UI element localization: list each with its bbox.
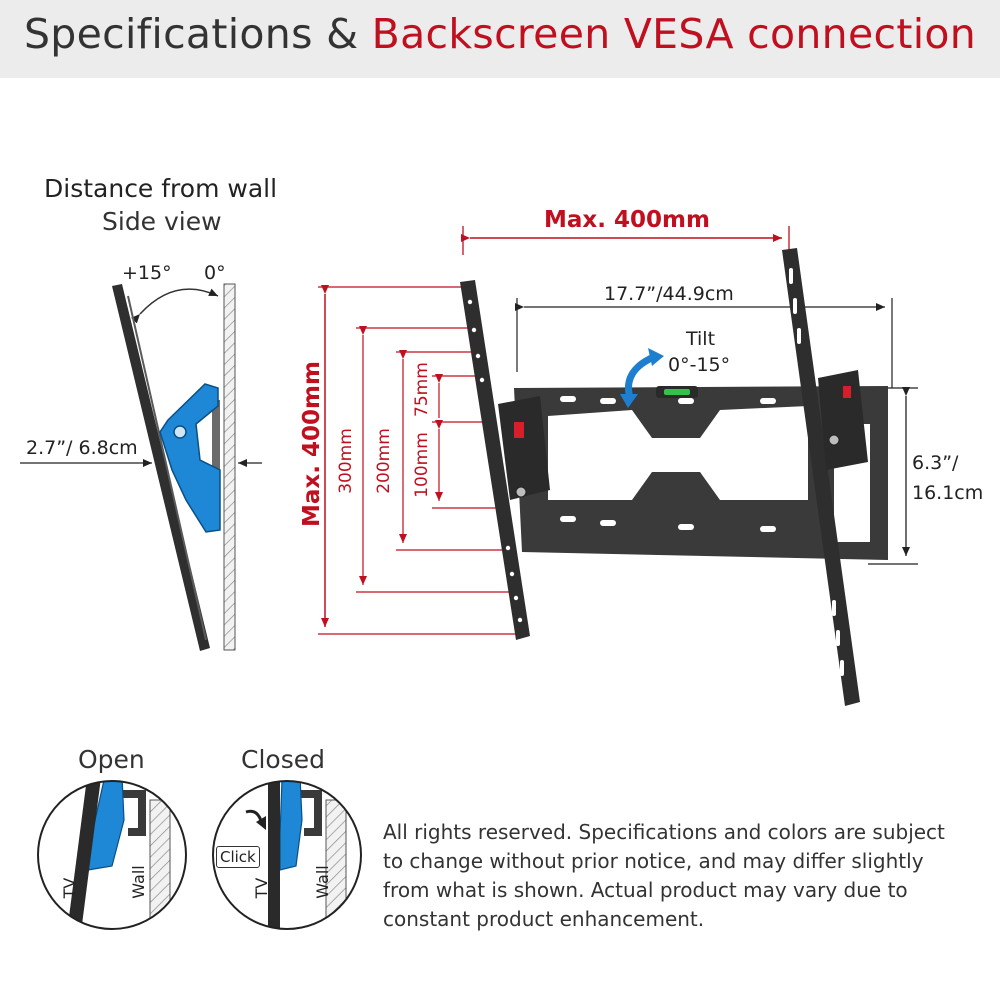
open-tv-label: TV bbox=[60, 877, 79, 899]
vesa-height-300-label: 300mm bbox=[336, 428, 356, 494]
disclaimer-text: All rights reserved. Specifications and … bbox=[383, 818, 983, 934]
height-dimension-label-1: 6.3”/ bbox=[912, 452, 959, 474]
closed-label: Closed bbox=[241, 745, 325, 774]
click-badge: Click bbox=[216, 846, 260, 868]
left-arm bbox=[460, 280, 530, 640]
disclaimer-line-1: All rights reserved. Specifications and … bbox=[383, 820, 945, 844]
tilt-angle-arc bbox=[130, 288, 219, 324]
wall-plate-slots bbox=[560, 396, 776, 532]
max-height-label: Max. 400mm bbox=[299, 361, 325, 527]
vesa-height-200-label: 200mm bbox=[374, 428, 394, 494]
vesa-height-75-label: 75mm bbox=[412, 362, 432, 417]
tilt-angle-label: +15° bbox=[122, 262, 172, 284]
open-lock-detail bbox=[37, 780, 187, 930]
vesa-height-100-label: 100mm bbox=[412, 432, 432, 498]
height-dimension-label-2: 16.1cm bbox=[912, 482, 984, 504]
closed-wall-label: Wall bbox=[313, 865, 332, 899]
open-label: Open bbox=[78, 745, 145, 774]
wall-depth-label: 2.7”/ 6.8cm bbox=[26, 437, 138, 459]
side-wall bbox=[223, 283, 236, 651]
closed-lock-detail bbox=[212, 780, 362, 930]
side-tilt-arm bbox=[159, 383, 221, 533]
side-view-diagram bbox=[20, 283, 262, 651]
side-wall-plate bbox=[212, 400, 220, 528]
width-dimension-label: 17.7”/44.9cm bbox=[604, 283, 734, 305]
disclaimer-line-4: constant product enhancement. bbox=[383, 907, 705, 931]
page-title: Specifications & Backscreen VESA connect… bbox=[0, 10, 1000, 58]
tilt-label: Tilt bbox=[686, 328, 716, 350]
zero-angle-label: 0° bbox=[204, 262, 226, 284]
open-wall-label: Wall bbox=[129, 865, 148, 899]
closed-tv-label: TV bbox=[252, 877, 271, 899]
wall-plate-cutout bbox=[548, 406, 808, 500]
side-view-subtitle: Side view bbox=[102, 207, 222, 236]
right-arm bbox=[782, 248, 860, 706]
header-bar: Specifications & Backscreen VESA connect… bbox=[0, 0, 1000, 78]
side-view-title: Distance from wall bbox=[44, 174, 278, 203]
front-view-diagram bbox=[318, 226, 918, 706]
title-part-vesa: Backscreen VESA connection bbox=[371, 10, 977, 58]
right-lock-clip bbox=[843, 386, 851, 398]
disclaimer-line-3: from what is shown. Actual product may v… bbox=[383, 878, 908, 902]
max-width-label: Max. 400mm bbox=[544, 207, 710, 233]
tilt-range-label: 0°-15° bbox=[668, 354, 731, 376]
side-tv-panel bbox=[112, 284, 210, 651]
left-lock-clip bbox=[514, 422, 524, 438]
disclaimer-line-2: to change without prior notice, and may … bbox=[383, 849, 924, 873]
title-part-specifications: Specifications & bbox=[23, 10, 372, 58]
